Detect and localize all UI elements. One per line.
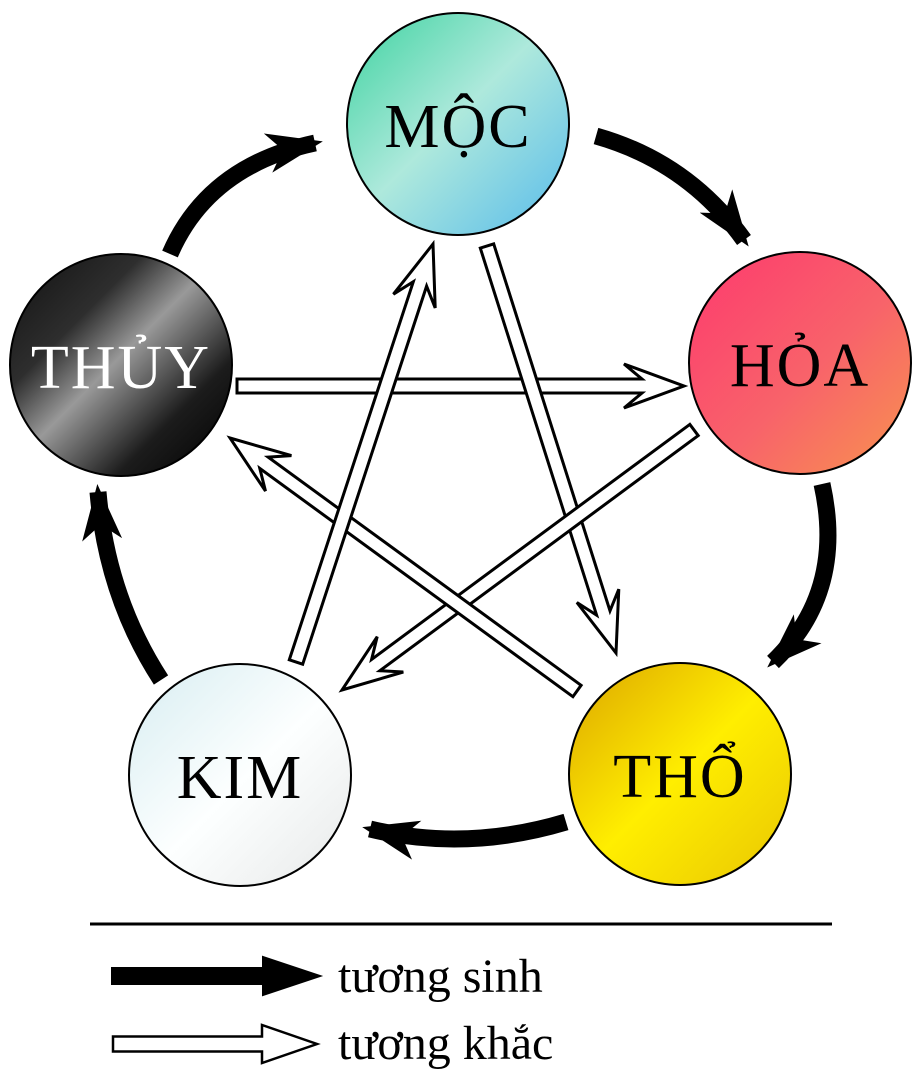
node-hoa: HỎA (688, 251, 912, 475)
khac-arrow-tho-thuy (226, 435, 584, 699)
khac-arrow-moc-tho (478, 242, 621, 658)
legend-khac-arrow-icon (111, 1023, 321, 1065)
node-kim-label: KIM (176, 744, 304, 812)
khac-arrows-group (226, 239, 701, 699)
sinh-arrow-tho-kim (362, 813, 569, 860)
sinh-arrow-kim-thuy (82, 484, 169, 685)
legend-sinh-arrow-icon (111, 955, 324, 997)
legend-sinh-label: tương sinh (338, 950, 543, 1003)
node-hoa-label: HỎA (729, 332, 871, 400)
node-thuy: THỦY (9, 253, 233, 477)
node-tho: THỔ (568, 662, 792, 886)
node-moc-label: MỘC (384, 93, 532, 161)
khac-arrow-hoa-kim (338, 422, 701, 693)
sinh-arrow-hoa-tho (767, 482, 837, 669)
legend-khac-label: tương khắc (338, 1017, 554, 1070)
khac-arrow-thuy-hoa (235, 362, 689, 410)
khac-arrow-kim-moc (287, 239, 437, 667)
node-kim: KIM (128, 663, 352, 887)
sinh-arrow-moc-hoa (593, 127, 751, 247)
node-thuy-label: THỦY (30, 334, 212, 402)
node-tho-label: THỔ (613, 743, 747, 811)
sinh-arrow-thuy-moc (162, 133, 323, 258)
node-moc: MỘC (346, 12, 570, 236)
